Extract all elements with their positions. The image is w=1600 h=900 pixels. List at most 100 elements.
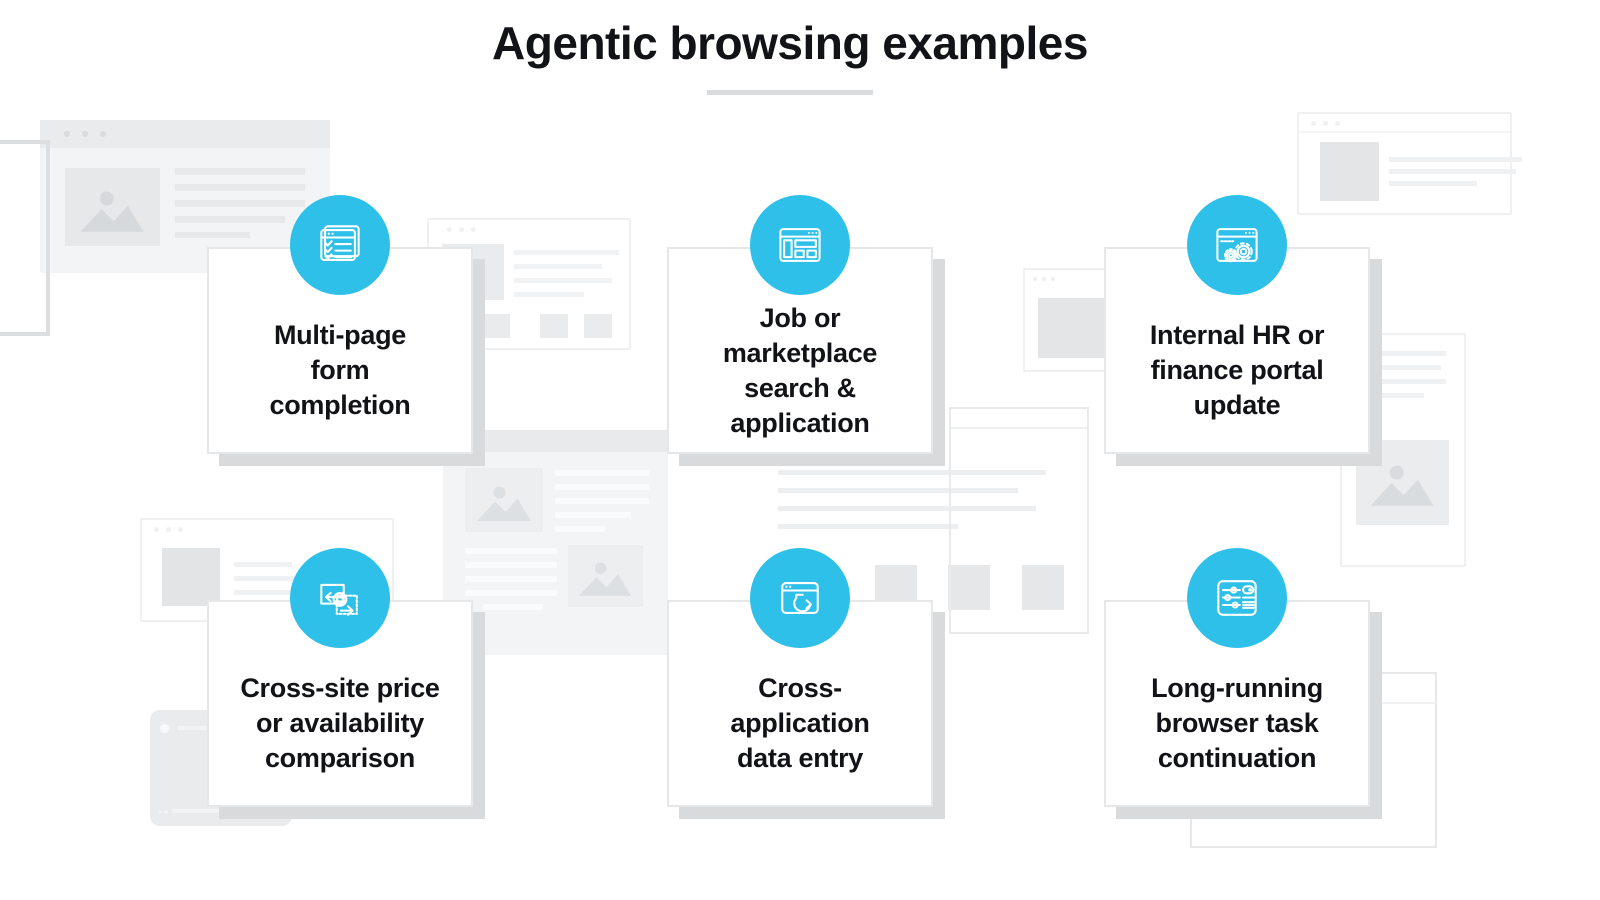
wireframe-dot [164,810,168,814]
card-cross-site-comparison: Cross-site price or availability compari… [207,548,473,807]
wireframe-line [1356,379,1446,384]
card-multi-page-form: Multi-page form completion [207,195,473,454]
icon-circle [290,548,390,648]
window-dot-icon [1042,277,1046,281]
window-dot-icon [64,131,70,137]
wireframe-line [555,526,605,532]
wireframe-line [234,590,298,595]
wireframe-line [778,524,958,529]
task-sliders-icon [1217,580,1257,616]
wireframe-titlebar [40,120,330,148]
card-label: Job or marketplace search & application [722,302,878,438]
wireframe-line [778,488,1018,493]
image-placeholder [1356,440,1449,525]
window-dot-icon [447,227,452,232]
wireframe-line [175,184,305,191]
window-dot-icon [1051,277,1055,281]
wireframe-divider [951,427,1087,429]
icon-circle [290,195,390,295]
wireframe-line [465,590,557,596]
wireframe-line [1356,393,1424,398]
wireframe-line [778,470,1046,475]
wireframe-line [1389,181,1477,186]
wireframe-block [540,314,568,338]
wireframe-line [555,484,649,490]
image-placeholder [65,168,160,246]
window-dot-icon [178,527,183,532]
icon-circle [750,195,850,295]
wireframe-block [584,314,612,338]
wireframe-line [1356,365,1441,370]
image-placeholder-icon [578,562,632,596]
wireframe-line [175,168,305,175]
marketplace-layout-icon [779,228,821,262]
wireframe-line [1356,351,1446,356]
wireframe-line [175,216,285,223]
card-label: Multi-page form completion [269,320,411,420]
page-title: Agentic browsing examples [492,17,1088,69]
window-dot-icon [459,227,464,232]
wireframe-line [555,512,631,518]
wireframe-line [483,604,543,610]
card-marketplace-search: Job or marketplace search & application [667,195,933,454]
wireframe-line [177,726,232,730]
card-label: Cross-site price or availability compari… [240,673,440,773]
wireframe-browser-window [1297,112,1522,215]
wireframe-line [175,200,305,207]
wireframe-line [1389,169,1516,174]
wireframe-line [1389,157,1522,162]
wireframe-dot [158,810,162,814]
card-long-running-task: Long-running browser task continuation [1104,548,1370,807]
wireframe-line [465,576,557,582]
window-dot-icon [471,227,476,232]
wireframe-line [514,292,584,297]
wireframe-dot [160,724,169,733]
wireframe-line [778,506,1036,511]
wireframe-window-outline [949,407,1089,634]
wireframe-line [514,264,602,269]
card-hr-finance-portal: Internal HR or finance portal update [1104,195,1370,454]
multi-page-form-icon [320,225,360,261]
wireframe-browser-window [443,430,668,655]
wireframe-titlebar [443,430,668,452]
wireframe-content-panel [760,455,1065,630]
card-label: Long-running browser task continuation [1151,673,1323,773]
window-dot-icon [1335,121,1340,126]
wireframe-line [234,562,292,567]
wireframe-browser-window [40,120,330,273]
sync-arrow-icon [781,582,819,614]
wireframe-block [948,565,990,610]
image-placeholder-icon [477,486,531,521]
wireframe-line [172,809,224,813]
image-placeholder [1320,142,1379,201]
window-dot-icon [154,527,159,532]
portal-gears-icon [1216,228,1258,263]
image-placeholder [162,548,220,606]
image-placeholder [568,545,643,607]
icon-circle [1187,548,1287,648]
image-placeholder-icon [1370,465,1434,506]
image-placeholder [465,468,543,532]
card-label: Internal HR or finance portal update [1149,320,1325,420]
window-dot-icon [1311,121,1316,126]
title-underline [707,90,873,95]
wireframe-line [555,470,649,476]
wireframe-line [465,548,557,554]
wireframe-line [514,250,619,255]
window-dot-icon [100,131,106,137]
card-cross-application-entry: Cross- application data entry [667,548,933,807]
window-dot-icon [166,527,171,532]
wireframe-line [234,576,306,581]
wireframe-block [1022,565,1064,610]
wireframe-line [555,498,649,504]
cross-site-globe-icon [320,583,358,616]
icon-circle [1187,195,1287,295]
wireframe-window-outline [0,140,50,336]
window-dot-icon [1323,121,1328,126]
wireframe-line [175,232,250,238]
wireframe-line [465,562,557,568]
card-label: Cross- application data entry [730,673,870,773]
image-placeholder-icon [80,191,144,232]
wireframe-divider [1299,131,1510,133]
